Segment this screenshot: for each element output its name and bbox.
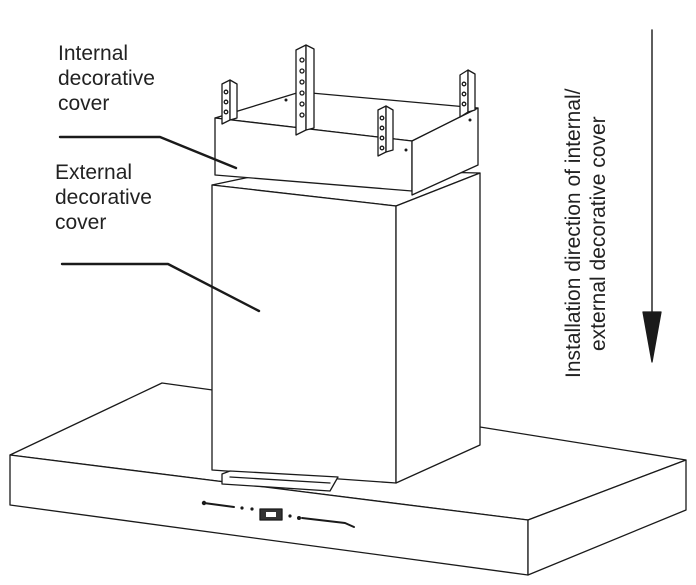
internal-cover-screw (468, 118, 472, 122)
hood-side-face (527, 459, 687, 576)
label-installation-direction: Installation direction of internal/ exte… (561, 89, 611, 379)
external-cover-side (395, 172, 481, 484)
mounting-bracket-right (459, 69, 476, 118)
label-line: external decorative cover (587, 116, 610, 351)
internal-cover-screw (284, 98, 288, 102)
label-line: External (55, 161, 133, 184)
control-panel (201, 500, 355, 528)
label-line: cover (58, 92, 110, 115)
internal-cover-screw (404, 148, 408, 152)
leader-internal-cover (58, 135, 238, 170)
vent-slot-inner (229, 476, 331, 484)
control-line-left (203, 502, 235, 508)
label-line: cover (55, 211, 107, 234)
vent-slot (221, 470, 339, 492)
mounting-bracket-back (295, 44, 315, 136)
internal-decorative-cover (214, 91, 479, 196)
label-external-cover: External decorative cover (55, 160, 152, 235)
label-line: decorative (58, 67, 155, 90)
mounting-bracket-left (221, 79, 238, 125)
label-internal-cover: Internal decorative cover (58, 41, 155, 116)
external-cover-front (211, 184, 397, 484)
label-line: Internal (58, 42, 129, 65)
control-line-right (301, 517, 355, 528)
leader-external-cover (60, 262, 261, 313)
mounting-bracket-front (377, 105, 394, 157)
internal-cover-side (411, 107, 479, 196)
label-line: decorative (55, 186, 152, 209)
direction-arrow (642, 29, 662, 363)
external-decorative-cover (211, 168, 481, 484)
label-line: Installation direction of internal/ (562, 88, 585, 379)
